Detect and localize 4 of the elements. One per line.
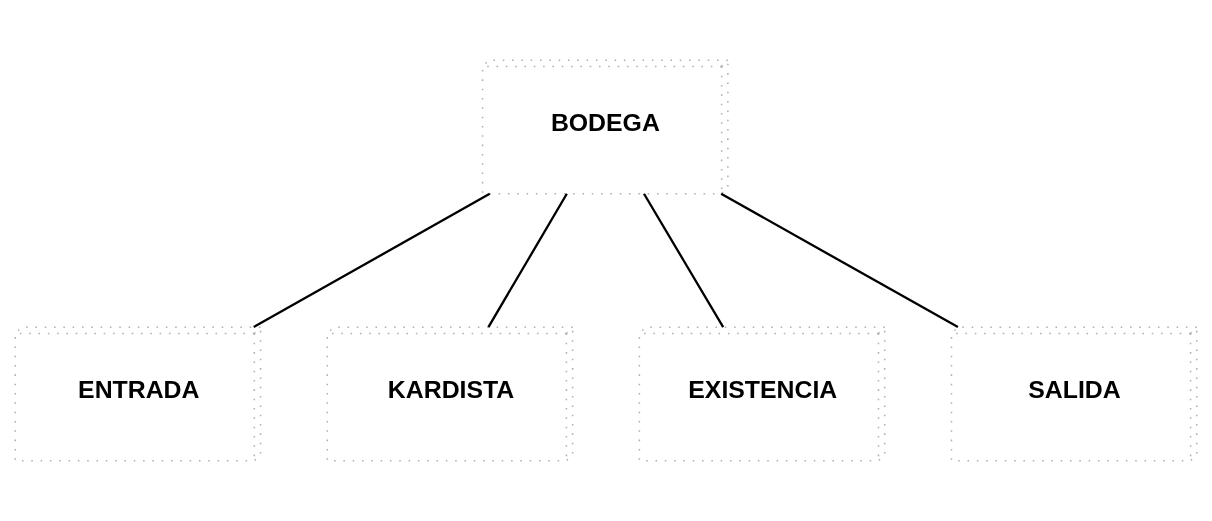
connector	[643, 193, 725, 328]
connector	[720, 192, 959, 329]
connector	[487, 193, 568, 328]
connector	[253, 192, 491, 329]
